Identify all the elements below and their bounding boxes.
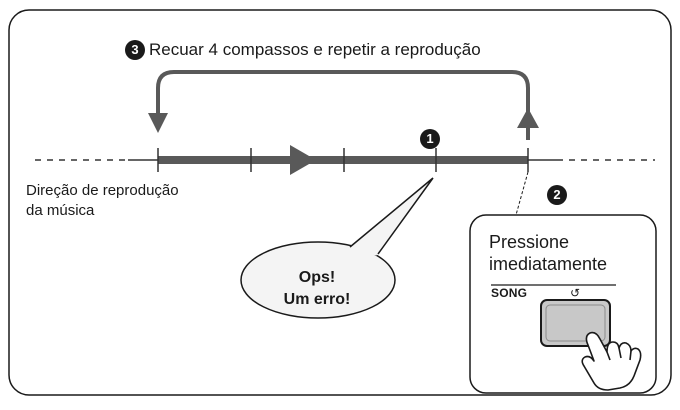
play-direction-arrow [290,145,316,175]
direction-label-line2: da música [26,202,95,219]
song-label: SONG [491,286,528,300]
panel-pointer [515,171,529,216]
outer-frame [8,9,672,396]
step-1-number: 1 [420,129,440,149]
up-arrowhead [517,108,539,128]
repeat-icon: ↺ [570,286,581,300]
down-arrowhead [148,113,168,133]
speech-bubble [240,241,396,319]
step-3-text: Recuar 4 compassos e repetir a reproduçã… [149,40,481,59]
hand-pointer-icon [581,331,642,391]
bubble-text-line1: Ops! [298,269,336,286]
step-2-number: 2 [547,185,567,205]
bubble-tail [349,177,434,255]
return-loop-path [156,70,530,140]
direction-label-line1: Direção de reprodução [26,182,179,199]
step-3-number: 3 [125,40,145,60]
instruction-line2: imediatamente [489,254,608,274]
bubble-text-line2: Um erro! [283,291,351,308]
song-button[interactable] [541,300,610,346]
instruction-line1: Pressione [489,232,570,252]
